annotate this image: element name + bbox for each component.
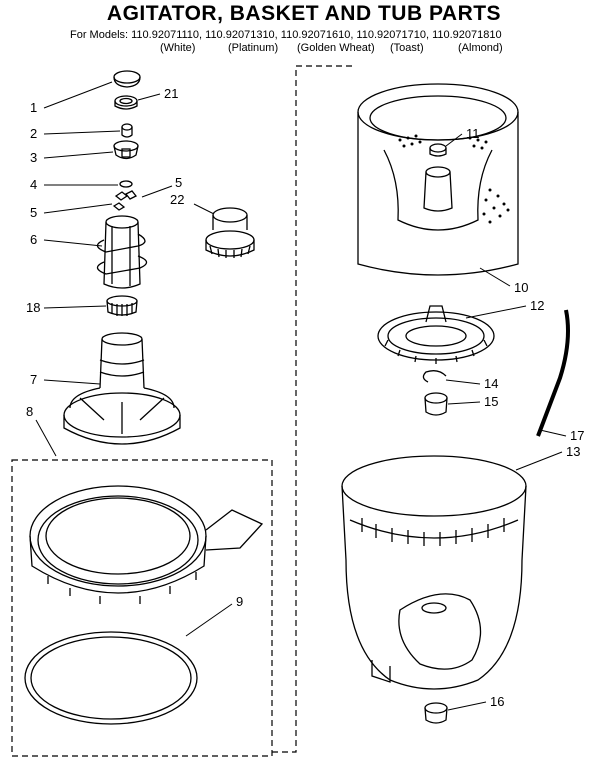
leader-lines	[35, 81, 567, 711]
callout-numbers: 1 21 2 3 4 5 5 22 6 18 7 8 9 11 10 12 14…	[26, 86, 584, 709]
part-21-seal	[114, 95, 138, 110]
color-almond: (Almond)	[458, 42, 503, 54]
diagram-title: AGITATOR, BASKET AND TUB PARTS	[106, 2, 502, 25]
callout-22: 22	[170, 192, 184, 207]
part-8-tub-ring	[29, 485, 264, 604]
callout-14: 14	[484, 376, 498, 391]
part-6-agitator-auger	[96, 215, 148, 289]
callout-16: 16	[490, 694, 504, 709]
callout-2: 2	[30, 126, 37, 141]
callout-21: 21	[164, 86, 178, 101]
part-7-agitator-base	[63, 332, 181, 445]
part-22-bearing	[205, 207, 255, 258]
part-3-dog-holder	[113, 140, 139, 160]
callout-3: 3	[30, 150, 37, 165]
callout-5-left: 5	[30, 205, 37, 220]
callout-5-right: 5	[175, 175, 182, 190]
callout-8: 8	[26, 404, 33, 419]
part-5-dogs	[112, 190, 138, 211]
callout-18: 18	[26, 300, 40, 315]
callout-6: 6	[30, 232, 37, 247]
part-18-drive-bell	[106, 295, 138, 316]
callout-4: 4	[30, 177, 37, 192]
callout-9: 9	[236, 594, 243, 609]
callout-7: 7	[30, 372, 37, 387]
callout-10: 10	[514, 280, 528, 295]
callout-13: 13	[566, 444, 580, 459]
part-4-washer	[119, 180, 133, 188]
callout-11: 11	[466, 126, 480, 141]
models-line: For Models: 110.92071110, 110.92071310, …	[70, 29, 502, 41]
callout-12: 12	[530, 298, 544, 313]
part-9-seal-gasket	[24, 631, 198, 725]
part-14-clip	[422, 370, 447, 383]
part-11-spanner-nut	[429, 143, 447, 157]
callout-1: 1	[30, 100, 37, 115]
part-2-bolt	[121, 123, 133, 138]
part-10-spin-basket	[357, 83, 519, 276]
callout-17: 17	[570, 428, 584, 443]
part-15-coupling	[424, 392, 448, 416]
assembly-dashed-lines	[11, 65, 356, 757]
part-13-outer-tub	[341, 455, 527, 690]
color-toast: (Toast)	[390, 42, 424, 54]
color-white: (White)	[160, 42, 196, 54]
color-platinum: (Platinum)	[228, 42, 279, 54]
callout-15: 15	[484, 394, 498, 409]
part-17-hose	[536, 309, 570, 437]
part-1-agitator-cap	[113, 70, 141, 88]
part-12-brake-disk	[377, 305, 495, 364]
part-16-drain-fitting	[424, 702, 448, 724]
color-golden-wheat: (Golden Wheat)	[297, 42, 375, 54]
